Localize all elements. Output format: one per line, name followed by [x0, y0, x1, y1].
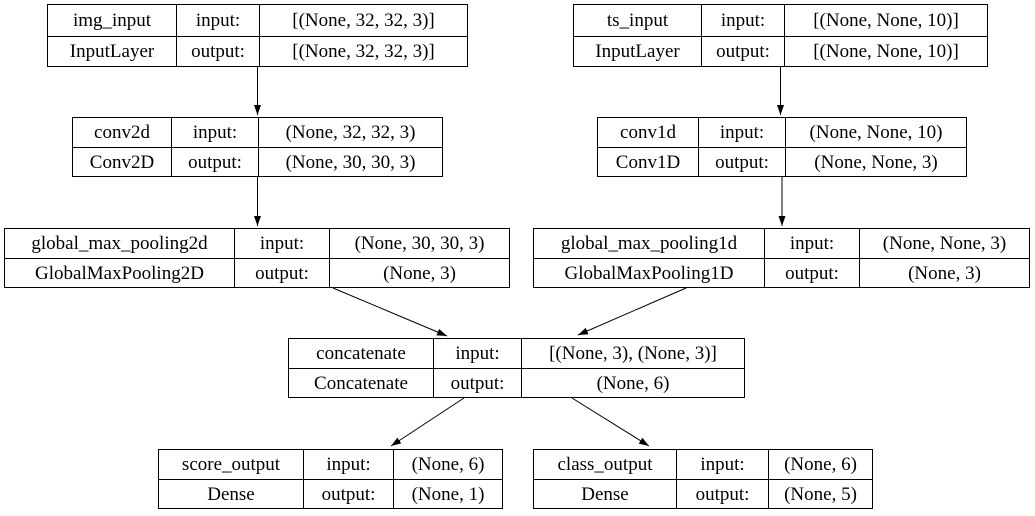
- node-score_output: score_output input: (None, 6) Dense outp…: [158, 449, 503, 509]
- edge-concatenate-to-class_output: [571, 397, 650, 447]
- input-label: input:: [676, 450, 768, 479]
- input-shape: [(None, None, 10)]: [784, 5, 987, 36]
- node-img_input: img_input input: [(None, 32, 32, 3)] Inp…: [47, 4, 468, 67]
- output-label: output:: [176, 35, 259, 66]
- output-label: output:: [303, 479, 393, 508]
- input-label: input:: [234, 229, 329, 258]
- output-shape: (None, 30, 30, 3): [258, 147, 442, 176]
- output-label: output:: [171, 147, 258, 176]
- layer-name: score_output: [181, 454, 281, 475]
- output-label: output:: [698, 147, 785, 176]
- output-shape: (None, 1): [393, 479, 502, 508]
- node-conv1d: conv1d input: (None, None, 10) Conv1D ou…: [597, 117, 967, 177]
- output-shape: [(None, None, 10)]: [784, 35, 987, 66]
- layer-name: global_max_pooling1d: [560, 233, 738, 254]
- output-shape: (None, 3): [329, 258, 509, 287]
- output-shape: (None, 3): [859, 258, 1029, 287]
- output-shape: (None, 6): [521, 368, 744, 397]
- layer-type: Dense: [159, 479, 303, 508]
- layer-type: GlobalMaxPooling2D: [5, 258, 234, 287]
- layer-name: global_max_pooling2d: [31, 233, 208, 254]
- output-shape: (None, None, 3): [785, 147, 966, 176]
- input-shape: (None, 30, 30, 3): [329, 229, 509, 258]
- input-shape: (None, 6): [393, 450, 502, 479]
- input-label: input:: [303, 450, 393, 479]
- node-conv2d: conv2d input: (None, 32, 32, 3) Conv2D o…: [72, 117, 443, 177]
- layer-type: GlobalMaxPooling1D: [534, 258, 764, 287]
- output-shape: (None, 5): [768, 479, 872, 508]
- output-label: output:: [701, 35, 784, 66]
- input-shape: (None, None, 3): [859, 229, 1029, 258]
- output-label: output:: [676, 479, 768, 508]
- output-label: output:: [764, 258, 859, 287]
- node-class_output: class_output input: (None, 6) Dense outp…: [533, 449, 873, 509]
- input-shape: (None, 32, 32, 3): [258, 118, 442, 147]
- edge-global_max_pooling1d-to-concatenate: [577, 287, 687, 336]
- input-label: input:: [171, 118, 258, 147]
- layer-name: conv1d: [620, 122, 676, 143]
- output-label: output:: [234, 258, 329, 287]
- edge-concatenate-to-score_output: [390, 397, 465, 447]
- layer-type: Concatenate: [289, 368, 433, 397]
- input-shape: [(None, 3), (None, 3)]: [521, 339, 744, 368]
- input-label: input:: [433, 339, 521, 368]
- input-label: input:: [698, 118, 785, 147]
- input-label: input:: [176, 5, 259, 36]
- layer-type: Dense: [534, 479, 676, 508]
- input-shape: [(None, 32, 32, 3)]: [259, 5, 467, 36]
- layer-name: ts_input: [606, 9, 669, 31]
- output-shape: [(None, 32, 32, 3)]: [259, 35, 467, 66]
- node-concatenate: concatenate input: [(None, 3), (None, 3)…: [288, 338, 745, 398]
- layer-type: InputLayer: [574, 35, 701, 67]
- layer-name: img_input: [72, 9, 152, 31]
- node-global_max_pooling2d: global_max_pooling2d input: (None, 30, 3…: [4, 228, 510, 288]
- layer-name: concatenate: [316, 343, 406, 364]
- input-shape: (None, None, 10): [785, 118, 966, 147]
- input-label: input:: [764, 229, 859, 258]
- output-label: output:: [433, 368, 521, 397]
- node-ts_input: ts_input input: [(None, None, 10)] Input…: [573, 4, 988, 67]
- node-global_max_pooling1d: global_max_pooling1d input: (None, None,…: [533, 228, 1030, 288]
- layer-type: Conv2D: [73, 147, 171, 176]
- layer-name: conv2d: [94, 122, 150, 143]
- input-label: input:: [701, 5, 784, 36]
- layer-name: class_output: [557, 454, 653, 475]
- layer-type: Conv1D: [598, 147, 698, 176]
- layer-type: InputLayer: [48, 35, 176, 67]
- input-shape: (None, 6): [768, 450, 872, 479]
- edge-global_max_pooling2d-to-concatenate: [332, 287, 448, 337]
